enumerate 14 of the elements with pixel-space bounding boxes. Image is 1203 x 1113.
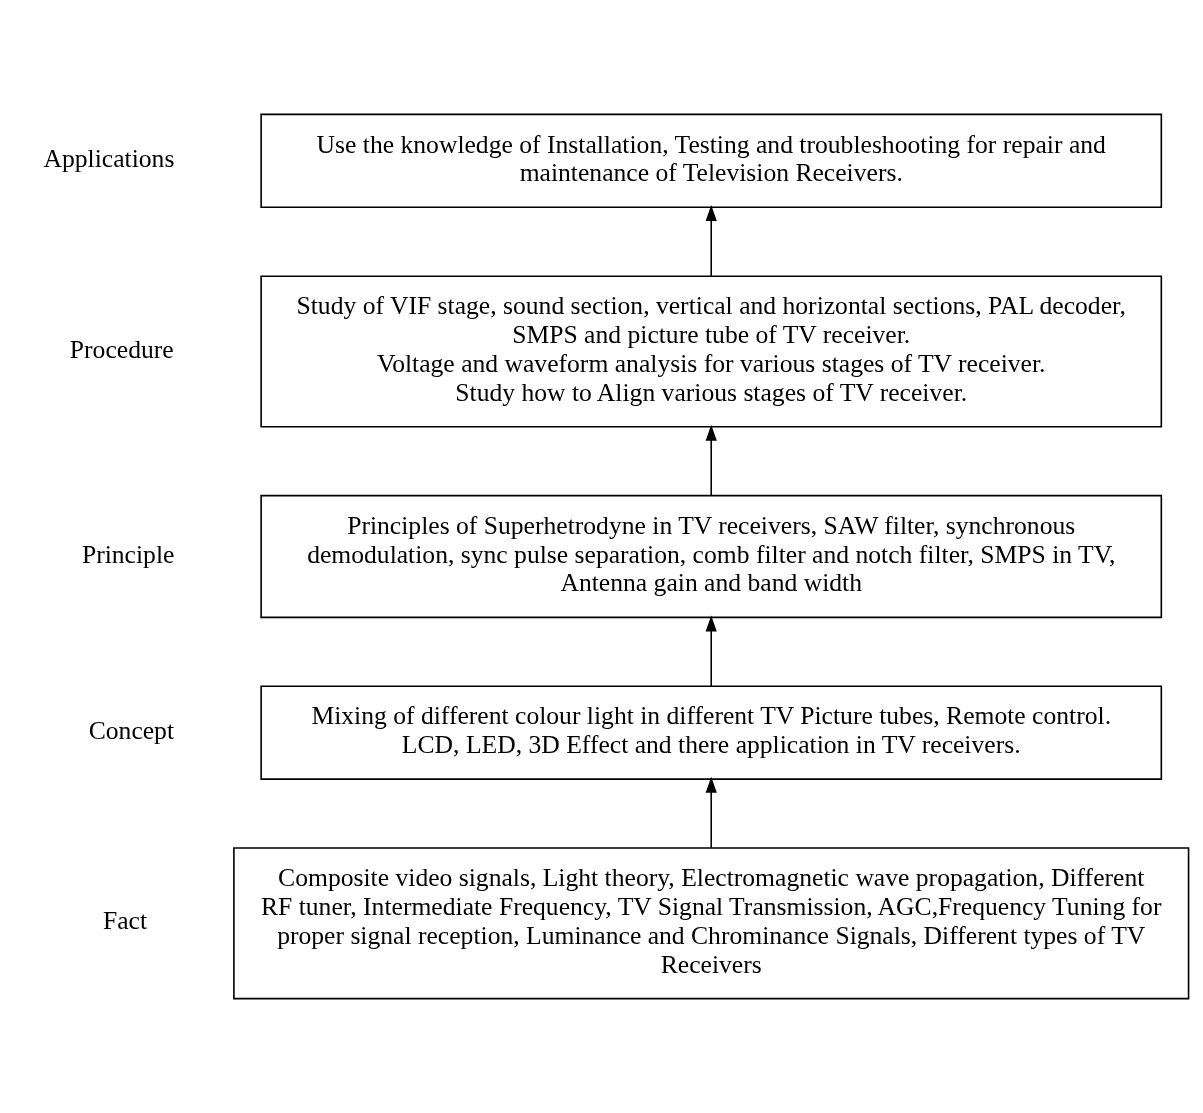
node-box: Composite video signals, Light theory, Electromagnetic wave propagation, Different RF tuner, Intermediate Frequency, TV Signal Transmission, AGC,Frequency Tuning for proper signal reception, Luminance and Chrominance Signals, Different types of TV Receivers — [233, 847, 1190, 1000]
node-box: Study of VIF stage, sound section, vertical and horizontal sections, PAL decoder, SMPS and picture tube of TV receiver. Voltage and waveform analysis for various stages of TV receiver. Study how to Align various stages of TV receiver. — [260, 275, 1163, 428]
node-label: Fact — [102, 906, 148, 936]
node-label: Procedure — [69, 334, 174, 364]
node-label: Applications — [43, 143, 175, 173]
arrow — [705, 776, 717, 849]
arrow — [705, 205, 717, 277]
arrow — [705, 615, 717, 687]
node-label: Principle — [81, 539, 175, 569]
node-box: Principles of Superhetrodyne in TV receivers, SAW filter, synchronous demodulation, sync pulse separation, comb filter and notch filter, SMPS in TV, Antenna gain and band width — [260, 494, 1163, 619]
arrow — [705, 424, 717, 497]
node-box: Mixing of different colour light in different TV Picture tubes, Remote control. LCD, LED, 3D Effect and there application in TV receivers. — [260, 685, 1163, 780]
node-label: Concept — [88, 715, 175, 745]
node-box: Use the knowledge of Installation, Testing and troubleshooting for repair and maintenance of Television Receivers. — [260, 113, 1163, 209]
